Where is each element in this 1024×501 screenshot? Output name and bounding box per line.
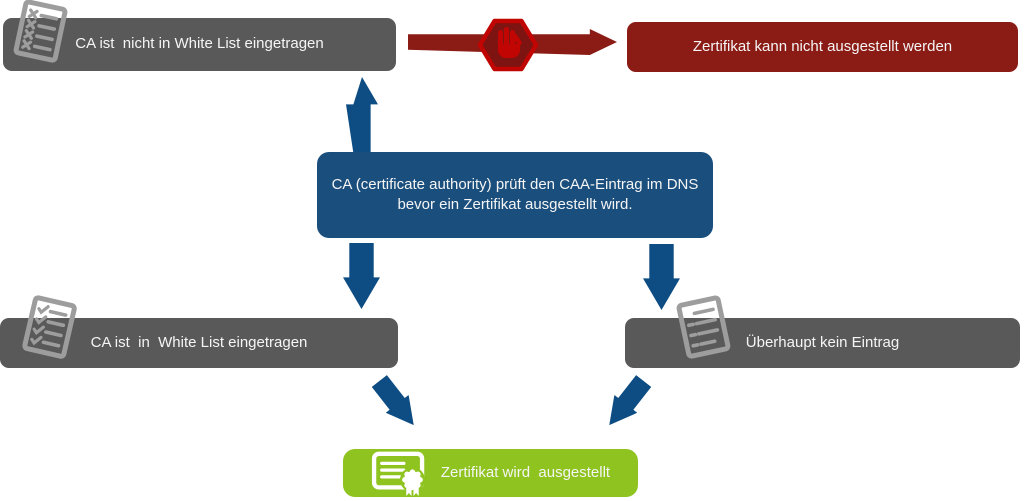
- node-label: Überhaupt kein Eintrag: [745, 333, 900, 351]
- node-label: CA (certificate authority) prüft den CAA…: [331, 175, 699, 213]
- node-cert-denied: Zertifikat kann nicht ausgestellt werden: [627, 22, 1018, 72]
- node-label: CA ist in White List eingetragen: [90, 333, 308, 351]
- node-cert-issued: Zertifikat wird ausgestellt: [343, 449, 638, 497]
- node-ca-not-whitelisted: CA ist nicht in White List eingetragen: [3, 18, 396, 71]
- certificate-icon: [371, 449, 429, 497]
- arrow-down-left: [343, 243, 380, 309]
- arrow-diagonal-right: [598, 372, 655, 434]
- arrow-up: [346, 77, 378, 153]
- arrow-down-right: [643, 244, 680, 310]
- arrow-diagonal-left: [368, 372, 425, 434]
- xlist-clipboard-icon: [11, 0, 69, 69]
- node-label: CA ist nicht in White List eingetragen: [75, 35, 324, 53]
- checklist-clipboard-icon: [20, 294, 79, 366]
- node-caa-check: CA (certificate authority) prüft den CAA…: [317, 152, 713, 238]
- plainlist-clipboard-icon: [675, 294, 733, 365]
- node-label: Zertifikat kann nicht ausgestellt werden: [692, 37, 953, 55]
- node-label: Zertifikat wird ausgestellt: [440, 463, 611, 481]
- stop-hand-icon: [477, 16, 539, 79]
